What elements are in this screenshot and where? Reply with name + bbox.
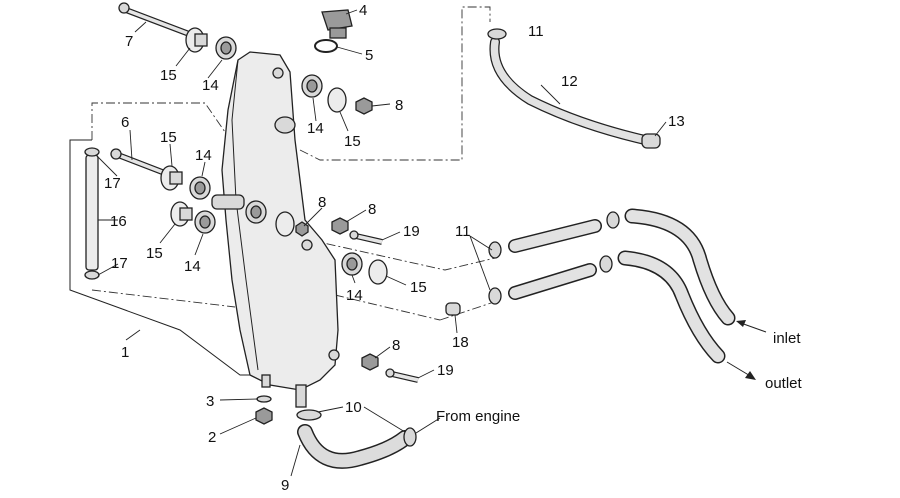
tank-outlet: [295, 384, 307, 408]
outline-upper: [91, 102, 226, 140]
outline-lower: [91, 289, 441, 321]
callout-15-b: 15: [160, 129, 177, 146]
bolt-6: [110, 148, 172, 178]
clamp-10-b: [403, 427, 417, 447]
grommet-14-f: [341, 252, 363, 276]
clamp-11-top: [487, 28, 507, 40]
callout-17-a: 17: [104, 175, 121, 192]
clamp-11-d: [599, 255, 613, 273]
clamp-17-top: [84, 147, 100, 157]
fitting-13: [641, 133, 661, 149]
washer-15-e: [327, 87, 347, 113]
caption-from-engine: From engine: [436, 408, 520, 425]
callout-15-e: 15: [410, 279, 427, 296]
callout-8-a: 8: [395, 97, 403, 114]
callout-10: 10: [345, 399, 362, 416]
callout-19-b: 19: [437, 362, 454, 379]
cap-4-top: [321, 9, 353, 31]
callout-1: 1: [121, 344, 129, 361]
leader-lines: [96, 9, 667, 477]
tube-16-body: [85, 154, 99, 271]
drain-plug-2: [255, 407, 273, 425]
callout-14-c: 14: [184, 258, 201, 275]
bolt-19-upper: [349, 230, 383, 245]
callout-8-c: 8: [368, 201, 376, 218]
callout-16: 16: [110, 213, 127, 230]
grommet-14-e: [301, 74, 323, 98]
callout-14-e: 14: [346, 287, 363, 304]
washer-15-a: [185, 27, 208, 53]
callout-9: 9: [281, 477, 289, 493]
nut-8-b: [331, 217, 349, 235]
clamp-17-bottom: [84, 270, 100, 280]
washer-15-f: [368, 259, 388, 285]
caption-outlet: outlet: [765, 375, 803, 392]
callout-8-b: 8: [318, 194, 326, 211]
bracket-line-1: [69, 139, 262, 376]
o-ring-5: [314, 39, 338, 53]
from-engine-leader: [415, 417, 441, 434]
tank-drain: [261, 374, 271, 388]
grommet-14-d: [245, 200, 267, 224]
outline-filler: [299, 6, 491, 161]
nut-8-a: [355, 97, 373, 115]
callout-12: 12: [561, 73, 578, 90]
nut-8-c: [361, 353, 379, 371]
tank-boss-low: [328, 349, 340, 361]
cap-4-thread: [329, 27, 347, 39]
grommet-14-a: [215, 36, 237, 60]
outline-hose-upper: [309, 239, 496, 271]
bolt-19-lower: [385, 368, 419, 383]
callout-14-d: 14: [307, 120, 324, 137]
callout-labels: 1 2 3 4 5 6 7 8 8 8 8 9 10 11 11 12 13 1…: [104, 2, 685, 494]
fitting-18: [445, 302, 461, 316]
clamp-11-a: [488, 241, 502, 259]
callout-15-a: 15: [160, 67, 177, 84]
callout-15-c: 15: [146, 245, 163, 262]
inlet-arrow: [736, 320, 767, 333]
washer-3: [256, 395, 272, 403]
callout-8-d: 8: [392, 337, 400, 354]
callout-6: 6: [121, 114, 129, 131]
clamp-11-c: [606, 211, 620, 229]
hose-segment-lower: [508, 263, 597, 300]
caption-inlet: inlet: [773, 330, 801, 347]
callout-15-d: 15: [344, 133, 361, 150]
spacer-mid: [211, 194, 245, 210]
callout-14-b: 14: [195, 147, 212, 164]
callout-4: 4: [359, 2, 367, 19]
filler-cap-4: [321, 9, 353, 39]
callout-7: 7: [125, 33, 133, 50]
hose-segment-upper: [508, 219, 602, 253]
callout-2: 2: [208, 429, 216, 446]
washer-15-d: [275, 211, 295, 237]
callout-3: 3: [206, 393, 214, 410]
tank-boss-mid: [301, 239, 313, 251]
grommet-14-c: [194, 210, 216, 234]
washer-15-c: [170, 201, 193, 227]
clamp-11-b: [488, 287, 502, 305]
callout-14-a: 14: [202, 77, 219, 94]
callout-17-b: 17: [111, 255, 128, 272]
callout-11-a: 11: [528, 23, 544, 40]
clamp-10-a: [296, 409, 322, 421]
tank-filler-neck: [274, 116, 296, 134]
hose-inlet: [624, 208, 736, 326]
callout-18: 18: [452, 334, 469, 351]
grommet-14-b: [189, 176, 211, 200]
callout-5: 5: [365, 47, 373, 64]
tube-16: [84, 147, 100, 280]
outline-hose-lower: [439, 299, 501, 321]
tank-boss-top: [272, 67, 284, 79]
callout-13: 13: [668, 113, 685, 130]
outlet-arrow: [726, 361, 756, 380]
callout-19-a: 19: [403, 223, 420, 240]
washer-15-b: [160, 165, 183, 191]
hose-outlet: [617, 250, 726, 364]
assembly-outlines: [91, 6, 501, 321]
callout-11-b: 11: [455, 223, 471, 240]
